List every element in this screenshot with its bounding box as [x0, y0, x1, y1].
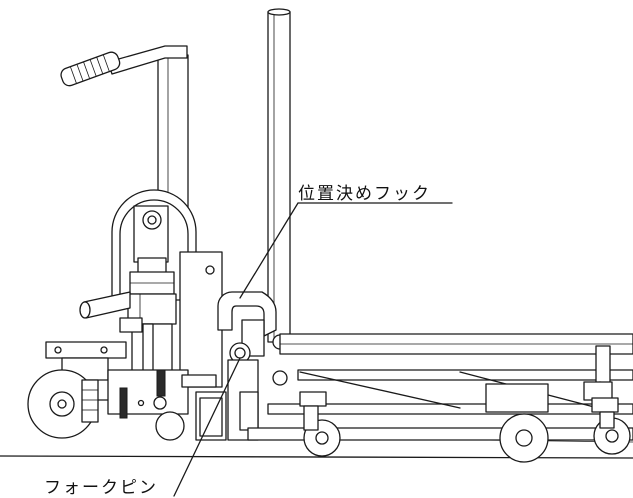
handle-assembly — [60, 45, 189, 271]
back-plate — [179, 251, 223, 388]
fork-frame — [227, 333, 633, 443]
handle-grip — [60, 51, 121, 87]
mast-pole — [267, 8, 291, 343]
steering-caster — [27, 341, 127, 439]
load-wheel — [485, 383, 549, 463]
hydraulic-cylinder — [119, 257, 177, 385]
fork-pin-label: フォークピン — [44, 478, 158, 498]
foot-pedal — [79, 291, 131, 319]
front-base-frame — [107, 369, 227, 441]
rear-caster-1 — [299, 391, 341, 457]
positioning-hook-label: 位置決めフック — [298, 184, 431, 204]
hook-leader-line — [239, 202, 453, 299]
pin-leader-line — [173, 357, 241, 497]
lift-linkage — [299, 345, 613, 409]
rear-caster-2 — [591, 397, 631, 455]
